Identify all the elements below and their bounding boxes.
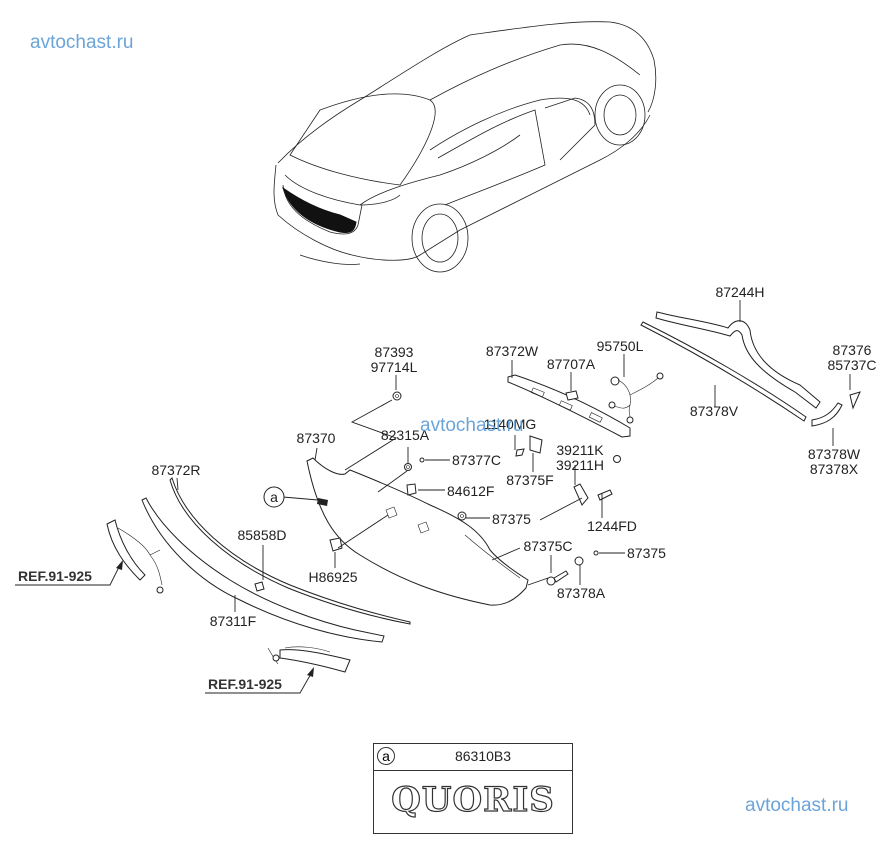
label-1140MG: 1140MG [484,416,537,432]
label-39211K: 39211K [556,442,604,458]
emblem-header: a 86310B3 [374,744,572,771]
molding-87378W [811,402,843,427]
label-87375C: 87375C [523,538,572,554]
ref-label-left-lamp[interactable]: REF.91-925 [18,568,92,584]
molding-87378V [640,321,807,422]
label-87375F: 87375F [506,472,553,488]
bracket-87707A [565,390,579,401]
wiring-95750L [608,372,664,424]
label-87244H: 87244H [715,284,764,300]
label-95750L: 95750L [597,338,644,354]
leader-lines [15,300,851,694]
emblem-detail-box: a 86310B3 QUORIS [373,743,573,834]
label-H86925: H86925 [308,569,357,585]
callout-a-letter: a [270,489,278,505]
emblem-callout-marker: a [377,747,395,765]
label-85737C: 85737C [827,357,876,373]
tailgate-garnish-87370 [306,457,529,606]
clip-87376 [849,391,861,410]
watermark-top-left: avtochast.ru [30,32,134,53]
ref-label-right-lamp[interactable]: REF.91-925 [208,676,282,692]
label-87377C: 87377C [452,452,501,468]
label-87393: 87393 [375,344,414,360]
fasteners [329,391,621,586]
emblem-wordmark: QUORIS [391,779,555,820]
label-84612F: 84612F [447,483,494,499]
label-39211H: 39211H [556,457,604,473]
label-87378W: 87378W [808,446,861,462]
label-87707A: 87707A [547,356,596,372]
label-87372R: 87372R [151,462,200,478]
garnish-87311F [141,497,385,643]
label-87311F: 87311F [210,613,256,629]
label-1244FD: 1244FD [587,518,637,534]
label-97714L: 97714L [371,359,418,375]
watermark-bottom-right: avtochast.ru [745,795,849,816]
label-87378A: 87378A [557,585,606,601]
weatherstrip-87244H [655,311,821,409]
label-87378X: 87378X [810,461,859,477]
label-87375-upper: 87375 [492,511,531,527]
molding-87372R [169,477,411,625]
lamp-left [106,519,164,594]
car-illustration [273,21,657,273]
garnish-87372W [507,374,631,438]
label-87376: 87376 [833,342,872,358]
callout-a: a [263,486,285,508]
lamp-right [267,646,351,673]
watermark-center: avtochast.ru [420,415,524,436]
part-labels: 87244H 87376 85737C 87378V 87378W 87378X… [18,284,877,692]
label-85858D: 85858D [237,527,286,543]
label-87372W: 87372W [486,343,539,359]
label-87375-lower: 87375 [627,545,666,561]
label-87378V: 87378V [690,403,739,419]
label-87370: 87370 [297,430,336,446]
emblem-part-number: 86310B3 [454,748,512,764]
label-82315A: 82315A [381,427,430,443]
